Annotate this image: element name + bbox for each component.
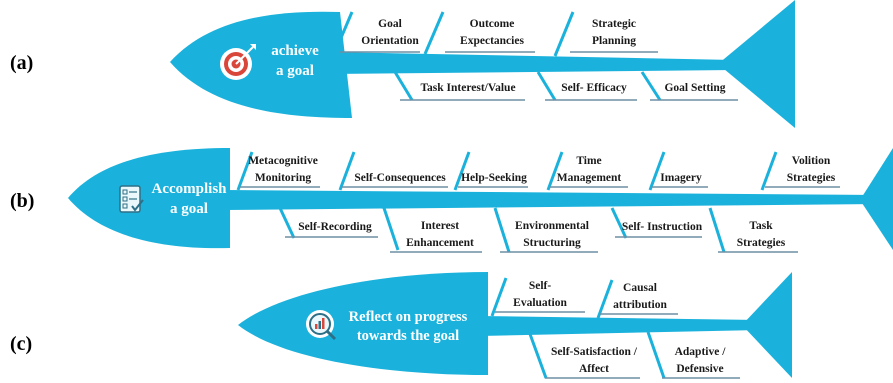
panel-a-label: (a) bbox=[10, 52, 34, 74]
fish-c bbox=[238, 272, 792, 379]
fish-c-spine bbox=[480, 316, 760, 336]
panel-b-label: (b) bbox=[10, 190, 35, 212]
label-time-management: Time Management bbox=[556, 155, 622, 184]
fish-b bbox=[68, 148, 893, 253]
label-help-seeking: Help-Seeking bbox=[461, 172, 527, 184]
checklist-icon bbox=[119, 185, 144, 213]
label-task-strategies: Task Strategies bbox=[736, 220, 786, 249]
label-self-satisfaction-affect: Self-Satisfaction / Affect bbox=[551, 346, 637, 375]
label-goal-orientation: Goal Orientation bbox=[361, 18, 419, 47]
label-self-instruction: Self- Instruction bbox=[621, 221, 703, 233]
panel-c-head: Reflect on progress towards the goal bbox=[348, 309, 468, 344]
label-outcome-expectancies: Outcome Expectancies bbox=[460, 18, 524, 47]
label-environmental-structuring: Environmental Structuring bbox=[515, 220, 589, 249]
label-self-efficacy: Self- Efficacy bbox=[561, 82, 627, 94]
label-causal-attribution: Causal attribution bbox=[613, 282, 667, 311]
label-metacognitive-monitoring: Metacognitive Monitoring bbox=[248, 155, 318, 184]
fish-a bbox=[170, 0, 795, 128]
fish-a-tail bbox=[718, 0, 795, 128]
label-strategic-planning: Strategic Planning bbox=[591, 18, 637, 47]
label-goal-setting: Goal Setting bbox=[664, 82, 726, 94]
label-self-consequences: Self-Consequences bbox=[354, 172, 446, 184]
label-self-evaluation: Self- Evaluation bbox=[513, 280, 567, 309]
label-volition-strategies: Volition Strategies bbox=[786, 155, 836, 184]
panel-a-head: achieve a goal bbox=[271, 43, 319, 79]
fish-a-spine bbox=[330, 52, 735, 74]
target-icon bbox=[220, 44, 256, 80]
label-adaptive-defensive: Adaptive / Defensive bbox=[674, 346, 726, 375]
label-task-interest-value: Task Interest/Value bbox=[420, 82, 516, 94]
fish-b-tail bbox=[860, 148, 893, 250]
fish-c-head bbox=[238, 272, 488, 375]
fish-b-head bbox=[68, 148, 230, 249]
label-imagery: Imagery bbox=[660, 172, 702, 184]
label-interest-enhancement: Interest Enhancement bbox=[406, 220, 474, 249]
chart-magnifier-icon bbox=[306, 310, 337, 341]
fish-a-head bbox=[170, 11, 352, 119]
fish-b-spine bbox=[225, 190, 880, 210]
label-self-recording: Self-Recording bbox=[298, 221, 372, 233]
panel-b-head: Accomplish a goal bbox=[151, 181, 227, 217]
fish-c-tail bbox=[742, 272, 792, 378]
panel-c-label: (c) bbox=[10, 333, 33, 355]
